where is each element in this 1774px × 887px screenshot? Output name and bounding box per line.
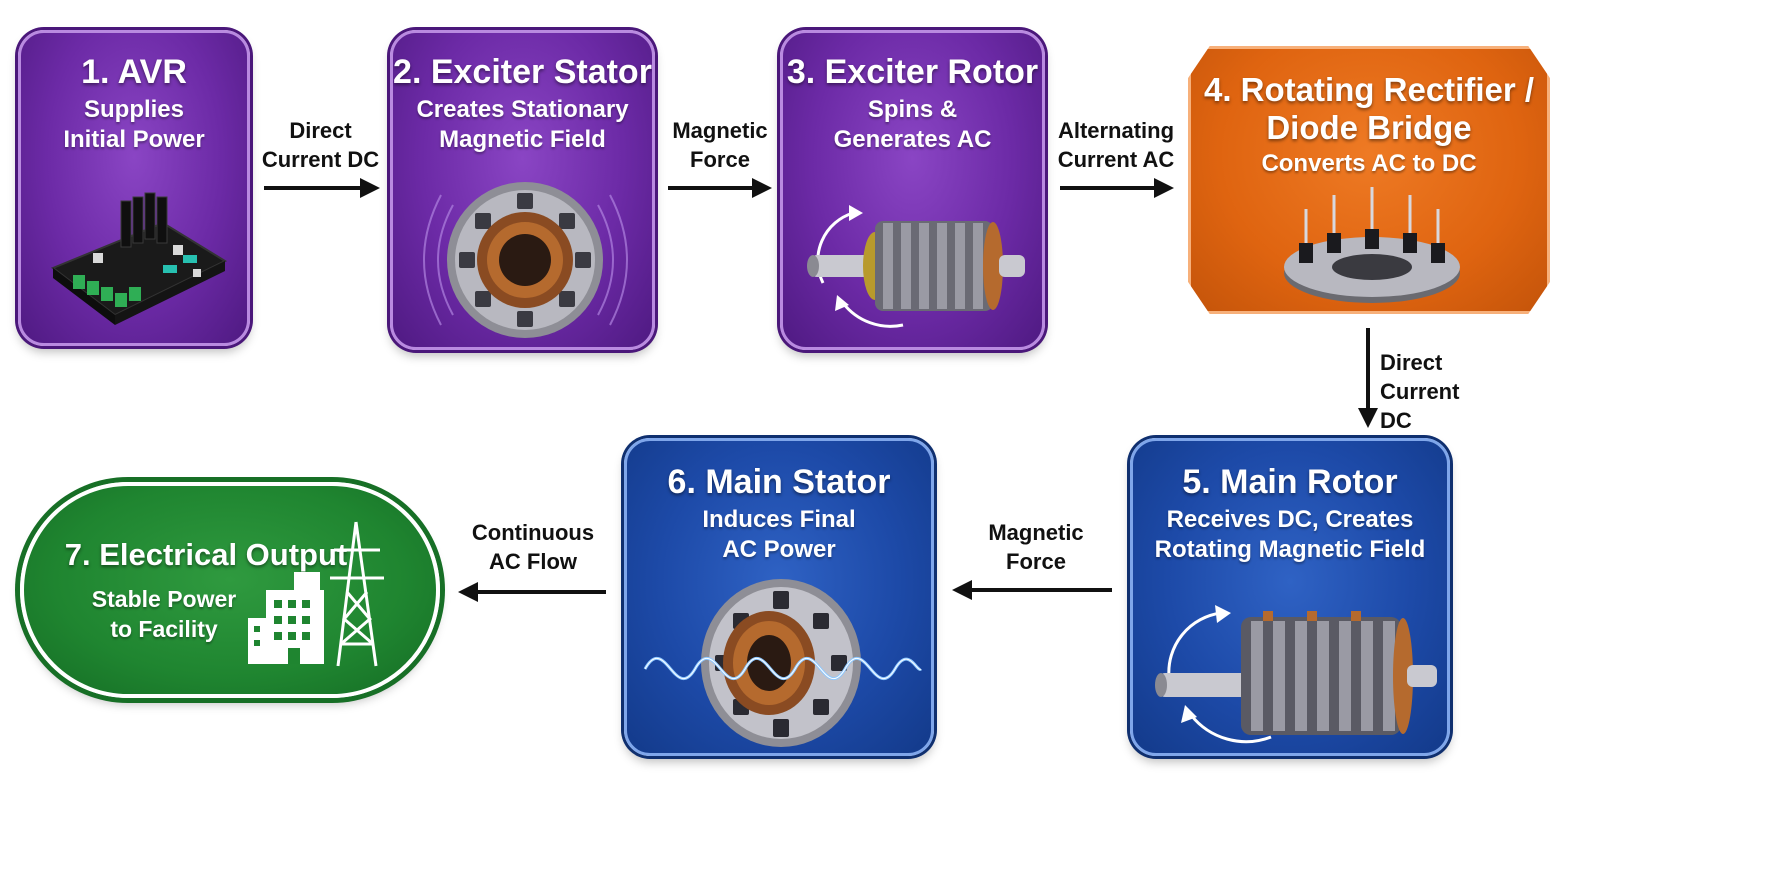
connector-label: Magnetic Force — [988, 520, 1084, 574]
stage-title: 6. Main Stator — [667, 463, 891, 501]
arrow-right-icon — [264, 178, 380, 198]
stage-title: 5. Main Rotor — [1182, 463, 1398, 501]
exciter-stator-icon — [423, 182, 628, 338]
main-rotor-icon — [1155, 605, 1437, 744]
stage-title: 4. Rotating Rectifier / Diode Bridge — [1203, 71, 1535, 146]
connector-label: Alternating Current AC — [1057, 118, 1175, 172]
main-stator-icon — [643, 579, 923, 747]
stage-description: Induces Final AC Power — [702, 506, 856, 563]
arrow-down-icon — [1358, 328, 1378, 428]
stage-title: 2. Exciter Stator — [393, 53, 652, 91]
arrow-right-icon — [1060, 178, 1174, 198]
exciter-rotor-icon — [807, 205, 1025, 328]
connector-label: Direct Current DC — [1380, 350, 1460, 433]
stage-title: 7. Electrical Output — [64, 537, 348, 572]
connector-label: Direct Current DC — [261, 118, 380, 172]
stage-electrical-output: 7. Electrical Output Stable Power to Fac… — [20, 482, 440, 698]
stage-main-stator: 6. Main Stator Induces Final AC Power — [624, 438, 934, 756]
stage-description: Creates Stationary Magnetic Field — [416, 96, 629, 153]
building-power-tower-icon — [248, 521, 384, 667]
avr-circuit-board-icon — [50, 192, 228, 325]
stage-title: 1. AVR — [81, 53, 187, 91]
rotating-rectifier-icon — [1284, 187, 1460, 303]
arrow-right-icon — [668, 178, 772, 198]
stage-description: Supplies Initial Power — [63, 96, 205, 153]
connector-label: Magnetic Force — [672, 118, 768, 172]
stage-exciter-stator: 2. Exciter Stator Creates Stationary Mag… — [390, 30, 655, 350]
stage-description: Spins & Generates AC — [833, 96, 992, 153]
stage-exciter-rotor: 3. Exciter Rotor Spins & Generates AC — [780, 30, 1045, 350]
arrow-left-icon — [458, 582, 606, 602]
stage-main-rotor: 5. Main Rotor Receives DC, Creates Rotat… — [1130, 438, 1450, 756]
arrow-left-icon — [952, 580, 1112, 600]
stage-description: Converts AC to DC — [1261, 150, 1477, 177]
stage-description: Stable Power to Facility — [91, 586, 237, 642]
stage-rotating-rectifier: 4. Rotating Rectifier / Diode Bridge Con… — [1188, 46, 1550, 314]
stage-title: 3. Exciter Rotor — [786, 53, 1039, 91]
stage-description: Receives DC, Creates Rotating Magnetic F… — [1154, 506, 1426, 563]
stage-avr: 1. AVR Supplies Initial Power — [18, 30, 250, 346]
connector-label: Continuous AC Flow — [471, 520, 595, 574]
